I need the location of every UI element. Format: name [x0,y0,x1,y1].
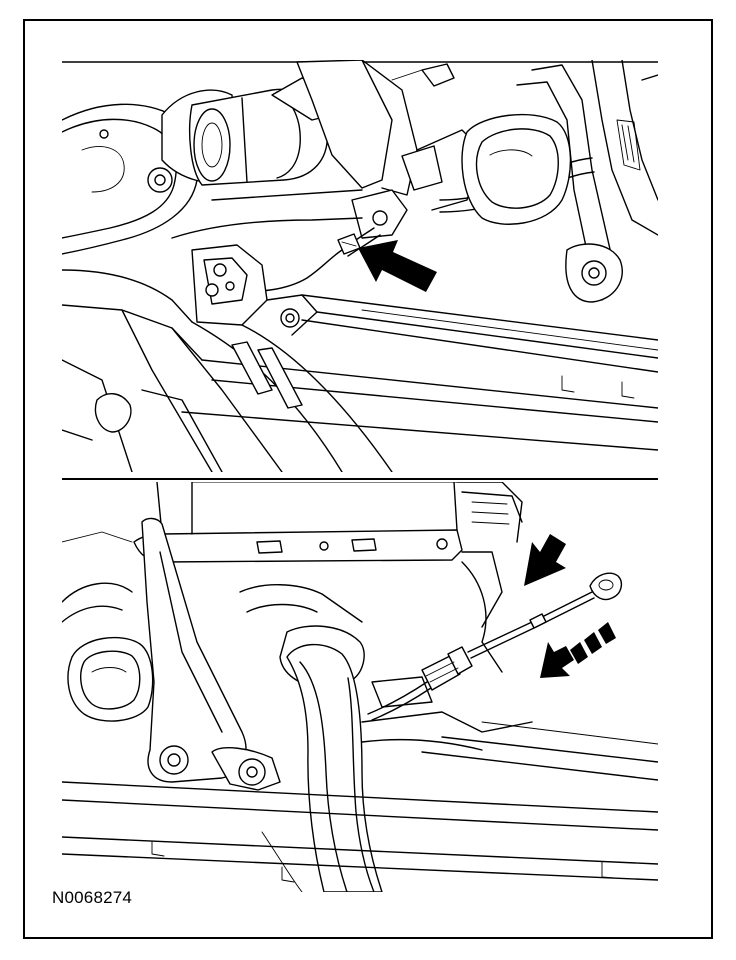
top-panel-illustration [62,60,658,472]
bottom-panel [62,482,658,892]
bottom-panel-illustration [62,482,658,892]
panel-divider [62,478,658,480]
arrow-dashed [540,622,616,678]
figure-id-label: N0068274 [52,888,133,907]
arrow-solid [524,534,566,586]
arrow-top [358,240,437,292]
top-panel [62,60,658,472]
